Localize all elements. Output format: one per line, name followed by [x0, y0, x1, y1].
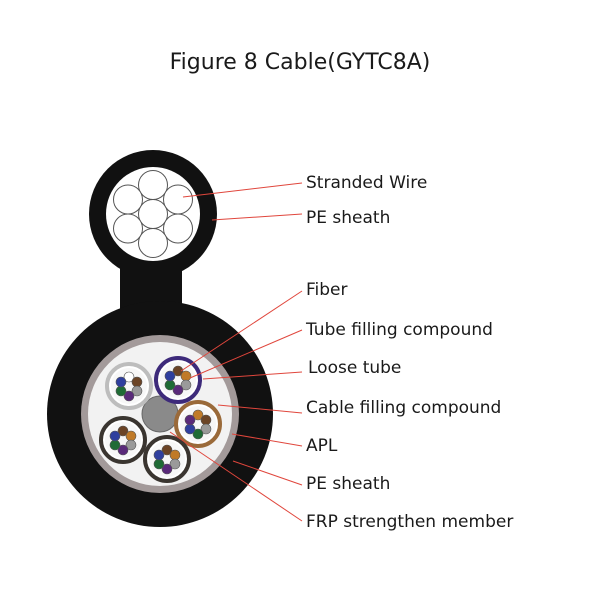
fiber [109, 430, 121, 442]
fiber [115, 385, 127, 397]
fiber [180, 370, 192, 382]
fiber [161, 463, 173, 475]
fiber [117, 425, 129, 437]
loose-tubes [99, 356, 222, 483]
leader-apl [231, 433, 303, 447]
fiber [125, 430, 137, 442]
fiber [172, 365, 184, 377]
labels: Stranded Wire PE sheath Fiber Tube filli… [305, 173, 513, 532]
steel-wire [163, 213, 193, 244]
fiber [192, 428, 204, 440]
leader-tube-filling [189, 329, 303, 379]
fiber [117, 444, 129, 456]
stranded-wire [113, 170, 193, 258]
leader-stranded-wire [182, 182, 303, 198]
label-pe-sheath-top: PE sheath [306, 208, 390, 228]
fiber [131, 385, 143, 397]
fiber [164, 370, 176, 382]
diagram-title: Figure 8 Cable(GYTC8A) [169, 50, 431, 75]
leader-pe-sheath-top [211, 213, 303, 221]
fiber [169, 458, 181, 470]
label-apl: APL [306, 436, 338, 456]
leader-loose-tube [202, 371, 303, 380]
steel-wire [163, 184, 193, 215]
label-frp-strengthen-member: FRP strengthen member [306, 512, 513, 532]
fiber [184, 423, 196, 435]
steel-wire [138, 170, 168, 200]
fiber [131, 376, 143, 388]
label-cable-filling-compound: Cable filling compound [306, 398, 501, 418]
label-fiber: Fiber [306, 280, 348, 300]
fiber [200, 423, 212, 435]
steel-wire [138, 228, 168, 258]
fiber [200, 414, 212, 426]
steel-wire [113, 184, 143, 215]
fiber [184, 414, 196, 426]
fiber [164, 379, 176, 391]
label-loose-tube: Loose tube [308, 358, 401, 378]
label-stranded-wire: Stranded Wire [306, 173, 427, 193]
main-cable-section [47, 301, 273, 527]
messenger-section [89, 150, 217, 322]
fiber [172, 384, 184, 396]
leader-frp [169, 431, 303, 522]
fiber [123, 390, 135, 402]
fiber [125, 439, 137, 451]
fiber [192, 409, 204, 421]
leader-fiber [180, 290, 303, 372]
steel-wire-center [138, 199, 168, 229]
fiber [123, 371, 135, 383]
fiber [180, 379, 192, 391]
fiber [115, 376, 127, 388]
fiber [161, 444, 173, 456]
fiber [153, 458, 165, 470]
leader-lines [169, 182, 303, 522]
leader-cable-filling [217, 404, 303, 414]
steel-wire [113, 213, 143, 244]
label-pe-sheath-bottom: PE sheath [306, 474, 390, 494]
fiber [109, 439, 121, 451]
fiber [169, 449, 181, 461]
leader-pe-sheath-bottom [232, 460, 303, 486]
fiber [153, 449, 165, 461]
label-tube-filling-compound: Tube filling compound [305, 320, 493, 340]
